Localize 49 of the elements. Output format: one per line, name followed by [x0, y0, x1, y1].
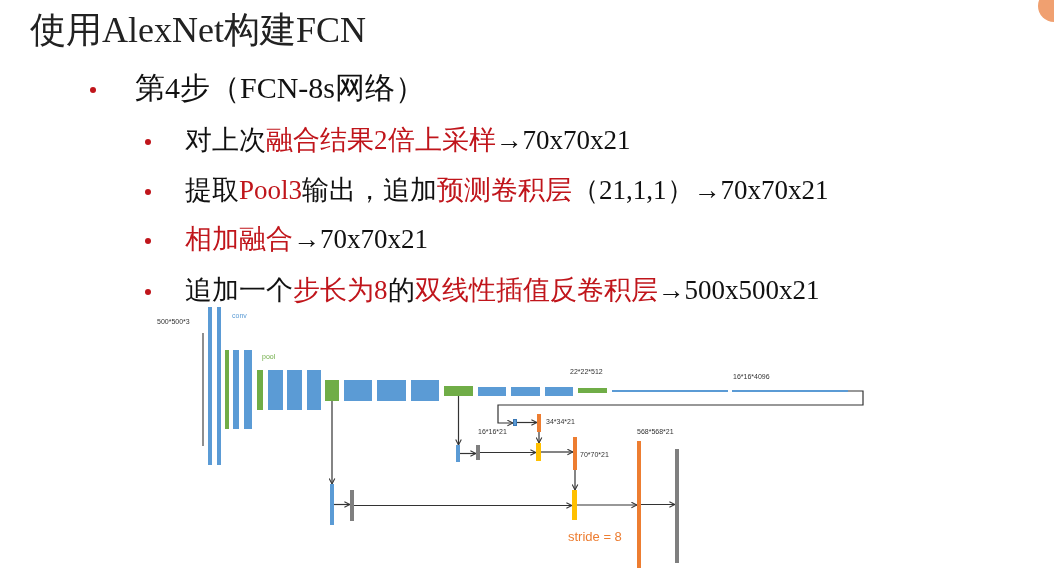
layer-bar	[325, 380, 339, 401]
layer-bar	[268, 370, 283, 410]
layer-bar	[545, 387, 573, 396]
layer-bar	[344, 380, 372, 401]
layer-bar	[287, 370, 302, 410]
layer-bar	[257, 370, 263, 410]
layer-bar	[208, 307, 212, 465]
layer-bar	[377, 380, 406, 401]
bullet-text: 对上次融合结果2倍上采样→70x70x21	[185, 124, 631, 157]
arrow	[640, 501, 676, 508]
arrow	[535, 431, 543, 444]
bullet-text: 相加融合→70x70x21	[185, 223, 428, 256]
bullet-text: 追加一个步长为8的双线性插值反卷积层→500x500x21	[185, 274, 820, 307]
layer-bar	[411, 380, 439, 401]
layer-bar	[572, 490, 577, 520]
layer-bar	[478, 387, 506, 396]
layer-bar	[307, 370, 321, 410]
layer-bar	[511, 387, 540, 396]
arrow	[328, 400, 336, 485]
layer-bar	[537, 414, 541, 432]
layer-bar	[217, 307, 221, 465]
layer-bar	[330, 484, 334, 525]
layer-bar	[573, 437, 577, 470]
layer-bar	[476, 445, 480, 460]
arrow	[479, 449, 537, 456]
layer-bar	[675, 449, 679, 563]
layer-bar	[536, 443, 541, 461]
arrow	[540, 448, 574, 456]
arrow	[353, 502, 573, 509]
layer-bar	[233, 350, 239, 429]
layer-square	[513, 419, 517, 426]
layer-bar	[244, 350, 252, 429]
annotation-text: stride = 8	[568, 529, 622, 544]
arrow	[459, 450, 477, 457]
layer-bar	[578, 388, 607, 393]
slide-title: 使用AlexNet构建FCN	[30, 9, 366, 52]
layer-bar	[444, 386, 473, 396]
layer-bar	[456, 445, 460, 462]
arrow	[571, 469, 579, 491]
layer-bar	[350, 490, 354, 521]
layer-bar	[225, 350, 229, 429]
arrow	[516, 419, 538, 426]
arrow	[497, 390, 864, 427]
bullet-text: 提取Pool3输出，追加预测卷积层（21,1,1）→70x70x21	[185, 174, 829, 207]
arrow	[455, 395, 462, 446]
layer-bar	[637, 441, 641, 568]
arrow	[576, 501, 638, 509]
bullet-text: 第4步（FCN-8s网络）	[135, 70, 426, 106]
arrow	[333, 501, 351, 508]
